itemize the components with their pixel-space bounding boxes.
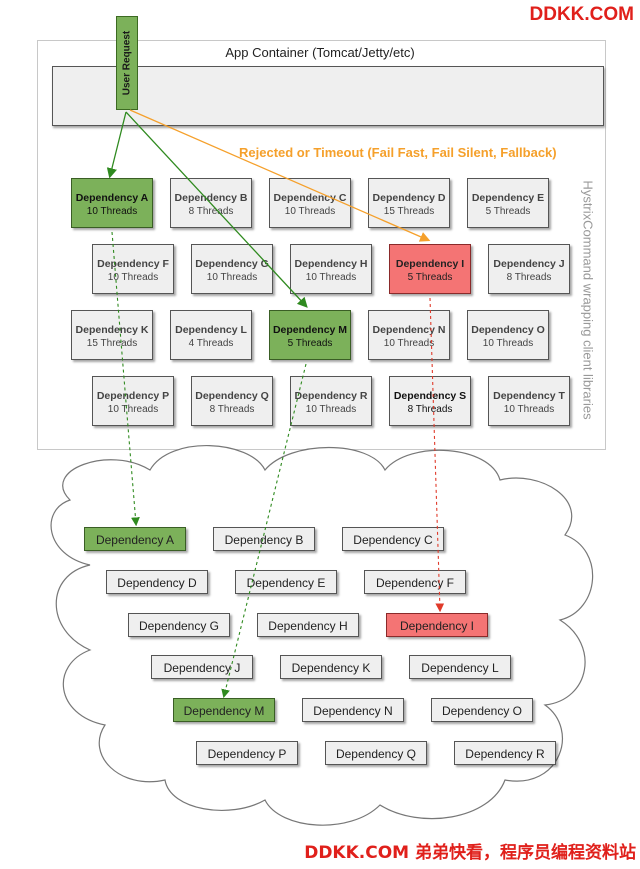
dependency-name: Dependency N [372, 324, 446, 336]
dependency-name: Dependency Q [195, 390, 269, 402]
dependency-name: Dependency S [393, 390, 467, 402]
dependency-threads: 5 Threads [407, 272, 453, 283]
user-request-box: User Request [116, 16, 138, 110]
dependency-node: Dependency O 10 Threads [467, 310, 549, 360]
cloud-dependency-node: Dependency O [431, 698, 533, 722]
cloud-dependency-node: Dependency J [151, 655, 253, 679]
dependency-threads: 15 Threads [383, 206, 435, 217]
dependency-node: Dependency M 5 Threads [269, 310, 351, 360]
dependency-name: Dependency K [75, 324, 149, 336]
dependency-threads: 8 Threads [506, 272, 552, 283]
dependency-node: Dependency I 5 Threads [389, 244, 471, 294]
dependency-threads: 10 Threads [383, 338, 435, 349]
cloud-dependency-node: Dependency I [386, 613, 488, 637]
dependency-name: Dependency C [273, 192, 347, 204]
dependency-name: Dependency M [272, 324, 348, 336]
cloud-dependency-node: Dependency K [280, 655, 382, 679]
dependency-node: Dependency K 15 Threads [71, 310, 153, 360]
dependency-threads: 10 Threads [305, 272, 357, 283]
dependency-name: Dependency A [75, 192, 149, 204]
dependency-threads: 8 Threads [209, 404, 255, 415]
dependency-threads: 5 Threads [287, 338, 333, 349]
rejected-label: Rejected or Timeout (Fail Fast, Fail Sil… [239, 145, 557, 160]
arrow-to-dependency-a [106, 111, 127, 179]
dependency-node: Dependency H 10 Threads [290, 244, 372, 294]
dependency-node: Dependency G 10 Threads [191, 244, 273, 294]
dependency-name: Dependency L [175, 324, 247, 336]
cloud-dependency-node: Dependency H [257, 613, 359, 637]
cloud-dependency-node: Dependency N [302, 698, 404, 722]
cloud-dependency-node: Dependency R [454, 741, 556, 765]
cloud-dependency-node: Dependency L [409, 655, 511, 679]
dependency-node: Dependency S 8 Threads [389, 376, 471, 426]
dependency-node: Dependency C 10 Threads [269, 178, 351, 228]
dependency-node: Dependency F 10 Threads [92, 244, 174, 294]
dependency-name: Dependency E [471, 192, 545, 204]
cloud-dependency-node: Dependency B [213, 527, 315, 551]
dashed-a-to-cloud [111, 231, 140, 527]
watermark-top: DDKK.COM [529, 4, 635, 25]
dependency-threads: 15 Threads [86, 338, 138, 349]
dependency-name: Dependency F [97, 258, 169, 270]
dependency-node: Dependency R 10 Threads [290, 376, 372, 426]
dependency-name: Dependency P [96, 390, 170, 402]
dependency-name: Dependency T [493, 390, 565, 402]
dashed-i-to-cloud [429, 297, 445, 613]
cloud-dependency-node: Dependency G [128, 613, 230, 637]
dependency-node: Dependency A 10 Threads [71, 178, 153, 228]
arrow-to-dependency-m [125, 111, 308, 308]
dependency-name: Dependency H [294, 258, 368, 270]
dependency-threads: 8 Threads [407, 404, 453, 415]
dependency-name: Dependency I [395, 258, 465, 270]
dependency-name: Dependency O [471, 324, 545, 336]
dependency-node: Dependency Q 8 Threads [191, 376, 273, 426]
dependency-node: Dependency E 5 Threads [467, 178, 549, 228]
dependency-threads: 8 Threads [188, 206, 234, 217]
cloud-dependency-node: Dependency A [84, 527, 186, 551]
dependency-name: Dependency B [174, 192, 248, 204]
dependency-threads: 10 Threads [206, 272, 258, 283]
cloud-dependency-node: Dependency D [106, 570, 208, 594]
dependency-threads: 10 Threads [86, 206, 138, 217]
dependency-node: Dependency T 10 Threads [488, 376, 570, 426]
dependency-threads: 5 Threads [485, 206, 531, 217]
container-title: App Container (Tomcat/Jetty/etc) [225, 45, 415, 60]
arrow-to-dependency-i [129, 109, 431, 242]
watermark-bottom: DDKK.COM 弟弟快看，程序员编程资料站 [304, 843, 636, 863]
dependency-node: Dependency N 10 Threads [368, 310, 450, 360]
dependency-threads: 10 Threads [107, 404, 159, 415]
dependency-threads: 10 Threads [482, 338, 534, 349]
cloud-dependency-node: Dependency M [173, 698, 275, 722]
dependency-threads: 4 Threads [188, 338, 234, 349]
dependency-node: Dependency P 10 Threads [92, 376, 174, 426]
cloud-dependency-node: Dependency F [364, 570, 466, 594]
dependency-threads: 10 Threads [107, 272, 159, 283]
dependency-threads: 10 Threads [503, 404, 555, 415]
cloud-dependency-node: Dependency Q [325, 741, 427, 765]
dashed-m-to-cloud [221, 363, 307, 699]
cloud-dependency-node: Dependency C [342, 527, 444, 551]
dependency-name: Dependency R [294, 390, 368, 402]
dependency-node: Dependency J 8 Threads [488, 244, 570, 294]
dependency-node: Dependency L 4 Threads [170, 310, 252, 360]
dependency-name: Dependency G [195, 258, 269, 270]
dependency-threads: 10 Threads [284, 206, 336, 217]
cloud-dependency-node: Dependency P [196, 741, 298, 765]
dependency-name: Dependency J [493, 258, 565, 270]
dependency-name: Dependency D [372, 192, 446, 204]
dependency-threads: 10 Threads [305, 404, 357, 415]
